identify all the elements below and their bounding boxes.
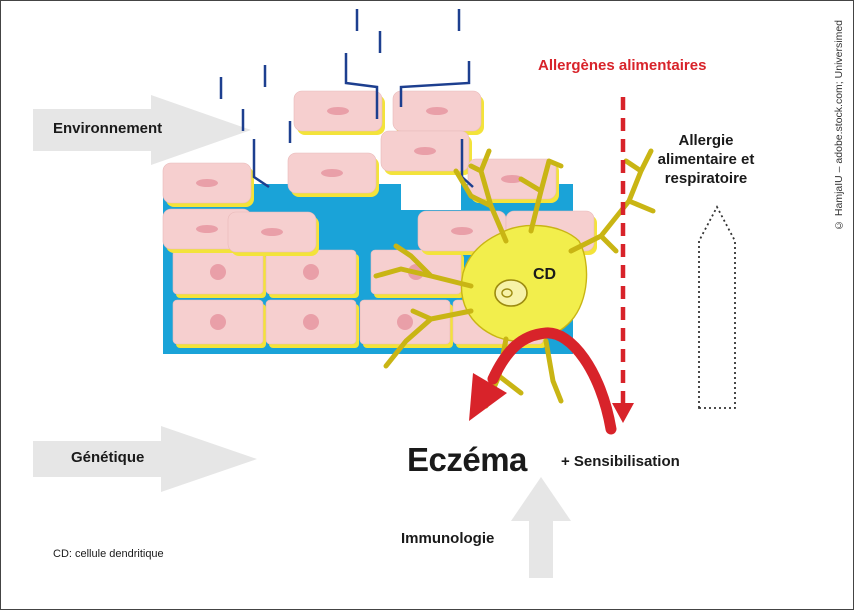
- allergen-dashes: [219, 9, 474, 189]
- label-allergy: Allergie alimentaire et respiratoire: [657, 132, 755, 187]
- legend-text: CD: cellule dendritique: [53, 548, 164, 560]
- label-immunology: Immunologie: [401, 530, 495, 547]
- label-genetics: Génétique: [71, 449, 145, 466]
- immunology-arrow: [511, 477, 571, 578]
- dashed-arrowhead: [612, 403, 634, 423]
- label-eczema: Eczéma: [407, 441, 527, 478]
- label-food-allergens: Allergènes alimentaires: [538, 57, 707, 74]
- genetics-arrow: [33, 426, 257, 492]
- skin-gap: [401, 184, 461, 210]
- label-sensitization: + Sensibilisation: [561, 453, 680, 470]
- label-environment: Environnement: [53, 120, 163, 137]
- sensitization-curve-arrow: [487, 327, 617, 435]
- environment-arrow: [33, 95, 251, 165]
- curve-arrowhead: [469, 373, 507, 421]
- image-credit: © HamjaIU – adobe.stock.com; Universimed: [833, 20, 845, 231]
- allergy-outline-arrow: [698, 205, 736, 409]
- label-dendritic-cell: CD: [533, 266, 557, 283]
